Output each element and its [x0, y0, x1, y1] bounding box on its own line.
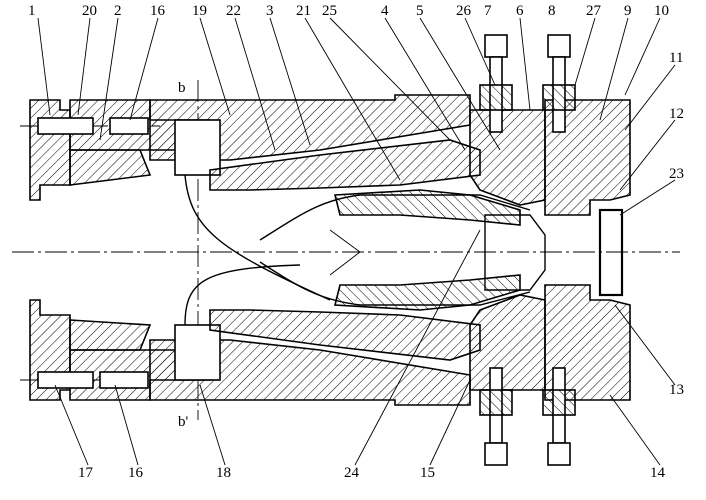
label-2: 2 — [114, 3, 122, 19]
label-9: 9 — [624, 3, 632, 19]
label-21: 21 — [296, 3, 311, 19]
label-20: 20 — [82, 3, 97, 19]
nut-lower-left — [479, 389, 513, 416]
label-6: 6 — [516, 3, 524, 19]
bolt-14-head — [547, 442, 571, 466]
label-27: 27 — [586, 3, 602, 19]
label-14: 14 — [650, 465, 666, 481]
lower-die-head — [469, 294, 546, 391]
upper-die-plate — [544, 99, 631, 216]
label-3: 3 — [266, 3, 274, 19]
upper-torpedo — [333, 189, 521, 226]
torpedo-tip — [329, 229, 361, 276]
label-19: 19 — [192, 3, 207, 19]
label-11: 11 — [669, 50, 683, 66]
leader-lines — [37, 17, 676, 466]
label-23: 23 — [669, 166, 684, 182]
bolt-7-head — [484, 34, 508, 58]
bolt-20 — [37, 117, 94, 135]
spider-channel-18 — [184, 264, 301, 326]
nut-lower-right — [542, 389, 576, 416]
label-25: 25 — [322, 3, 337, 19]
die-bushing-24 — [484, 214, 546, 291]
die-lip-23 — [598, 208, 624, 297]
lower-outer-housing — [149, 339, 471, 406]
bolt-17 — [37, 371, 94, 389]
nut-26 — [479, 84, 513, 111]
upper-adapter-lower — [69, 149, 152, 186]
label-5: 5 — [416, 3, 424, 19]
label-1: 1 — [28, 3, 36, 19]
section-mark-b-prime: b' — [178, 414, 189, 430]
label-22: 22 — [226, 3, 241, 19]
label-15: 15 — [420, 465, 435, 481]
bolt-8-head — [547, 34, 571, 58]
upper-connector-19 — [174, 119, 221, 176]
lower-connector-18 — [174, 324, 221, 381]
label-13: 13 — [669, 382, 684, 398]
bolt-16-top — [109, 117, 149, 135]
upper-die-head — [469, 109, 546, 206]
label-10: 10 — [654, 3, 669, 19]
lower-adapter-body — [69, 319, 152, 351]
label-8: 8 — [548, 3, 556, 19]
label-16-top: 16 — [150, 3, 166, 19]
upper-mandrel-sleeve — [209, 139, 481, 191]
label-26: 26 — [456, 3, 472, 19]
label-4: 4 — [381, 3, 389, 19]
label-7: 7 — [484, 3, 492, 19]
label-17: 17 — [78, 465, 94, 481]
bolt-15-head — [484, 442, 508, 466]
label-24: 24 — [344, 465, 360, 481]
spider-channel-19 — [184, 174, 331, 301]
label-18: 18 — [216, 465, 231, 481]
flow-channel-upper — [259, 194, 531, 241]
label-12: 12 — [669, 106, 684, 122]
section-mark-b: b — [178, 80, 186, 96]
label-16-bottom: 16 — [128, 465, 144, 481]
bolt-16-bottom — [99, 371, 149, 389]
nut-27 — [542, 84, 576, 111]
